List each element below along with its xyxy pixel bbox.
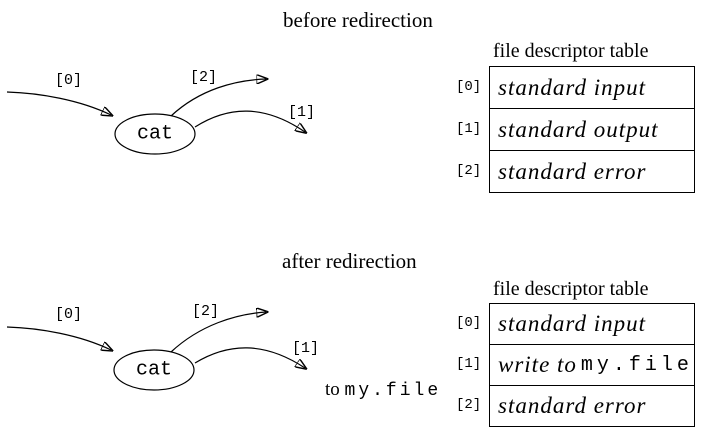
after-row0-value: standard input: [498, 311, 646, 336]
after-stderr-arrow: [170, 312, 266, 353]
before-row0-value: standard input: [498, 74, 646, 100]
table-row: standard input: [490, 304, 694, 345]
before-row2-index: [2]: [456, 162, 482, 179]
before-stdin-arrow: [6, 91, 111, 115]
before-table-header: file descriptor table: [493, 40, 649, 62]
table-row: standard output: [490, 109, 694, 151]
after-row2-index: [2]: [456, 397, 482, 413]
table-row: write to my.file: [490, 345, 694, 386]
table-row: standard error: [490, 386, 694, 426]
annotation-to-text: to: [325, 379, 345, 400]
after-fd2-label: [2]: [192, 303, 220, 320]
after-title: after redirection: [282, 249, 417, 273]
after-fd0-label: [0]: [55, 306, 83, 323]
after-row2-value: standard error: [498, 393, 647, 418]
before-fd1-label: [1]: [288, 104, 316, 121]
after-fd-table: standard input write to my.file standard…: [489, 303, 695, 427]
after-stdout-arrow: [194, 347, 305, 368]
before-fd0-label: [0]: [55, 72, 83, 89]
table-row: standard input: [490, 67, 694, 109]
before-process-ellipse: [114, 113, 196, 155]
before-stderr-arrow: [170, 79, 266, 117]
after-row1-index: [1]: [456, 356, 482, 372]
redirect-target-annotation: to my.file: [325, 379, 441, 401]
before-row2-value: standard error: [498, 158, 647, 184]
before-title: before redirection: [283, 8, 433, 32]
after-row0-index: [0]: [456, 315, 482, 331]
before-row1-value: standard output: [498, 116, 659, 142]
before-process-name: cat: [136, 122, 174, 146]
before-stdout-arrow: [194, 110, 305, 132]
after-table-header: file descriptor table: [493, 278, 649, 300]
table-row: standard error: [490, 151, 694, 192]
after-row1-value: write to: [498, 352, 577, 377]
before-fd-table: standard input standard output standard …: [489, 66, 695, 193]
annotation-filename: my.file: [344, 381, 442, 401]
before-row0-index: [0]: [456, 78, 482, 95]
after-stdin-arrow: [6, 326, 111, 350]
before-row1-index: [1]: [456, 120, 482, 137]
before-fd2-label: [2]: [190, 69, 218, 86]
after-process-name: cat: [135, 358, 173, 382]
after-row1-filename: my.file: [580, 353, 693, 377]
after-process-ellipse: [113, 349, 195, 391]
after-fd1-label: [1]: [292, 340, 320, 357]
